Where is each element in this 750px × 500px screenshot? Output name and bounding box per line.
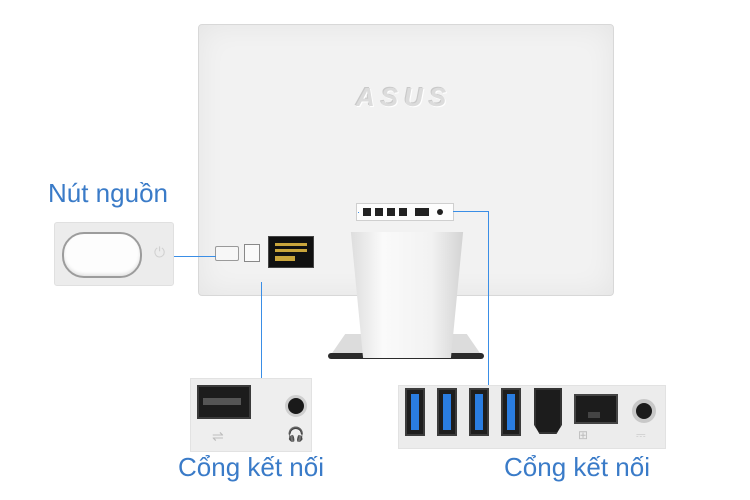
- power-icon: ⏻: [154, 244, 166, 260]
- headphone-icon: 🎧: [287, 426, 305, 442]
- dc-in-port: [632, 399, 656, 423]
- callout-line-left-ports: [261, 282, 262, 380]
- callout-line-right-ports-h: [453, 211, 489, 212]
- mini-usb-port: [363, 208, 371, 216]
- power-button-label: Nút nguồn: [48, 178, 168, 208]
- mini-usb-port: [375, 208, 383, 216]
- mini-dc-port: [437, 209, 443, 215]
- usb-icon: ⇌: [212, 428, 224, 444]
- stand-neck: [350, 232, 464, 358]
- usb3-port: [469, 388, 489, 436]
- callout-line-right-ports-v: [488, 211, 489, 387]
- ports-left-label: Cổng kết nối: [178, 452, 324, 482]
- ports-right-label: Cổng kết nối: [504, 452, 650, 482]
- usb-a-tongue: [203, 398, 241, 405]
- usb3-port: [405, 388, 425, 436]
- rear-port-strip: [356, 203, 454, 221]
- ethernet-icon: ⊞: [578, 428, 589, 442]
- hdmi-port: [534, 388, 562, 434]
- callout-line-power: [172, 256, 216, 257]
- usb3-port: [437, 388, 457, 436]
- ethernet-port: [574, 394, 618, 424]
- asus-logo: ASUS: [356, 82, 453, 112]
- mini-usb-port: [387, 208, 395, 216]
- rating-sticker: [268, 236, 314, 268]
- mini-side-usb: [244, 244, 260, 262]
- usb3-port: [501, 388, 521, 436]
- audio-jack: [285, 395, 307, 417]
- dc-in-icon: ⎓: [636, 428, 646, 442]
- power-button: [62, 232, 142, 278]
- mini-ethernet-port: [415, 208, 429, 216]
- callout-dot: [358, 212, 359, 213]
- mini-usb-port: [399, 208, 407, 216]
- mini-power-button: [215, 246, 239, 261]
